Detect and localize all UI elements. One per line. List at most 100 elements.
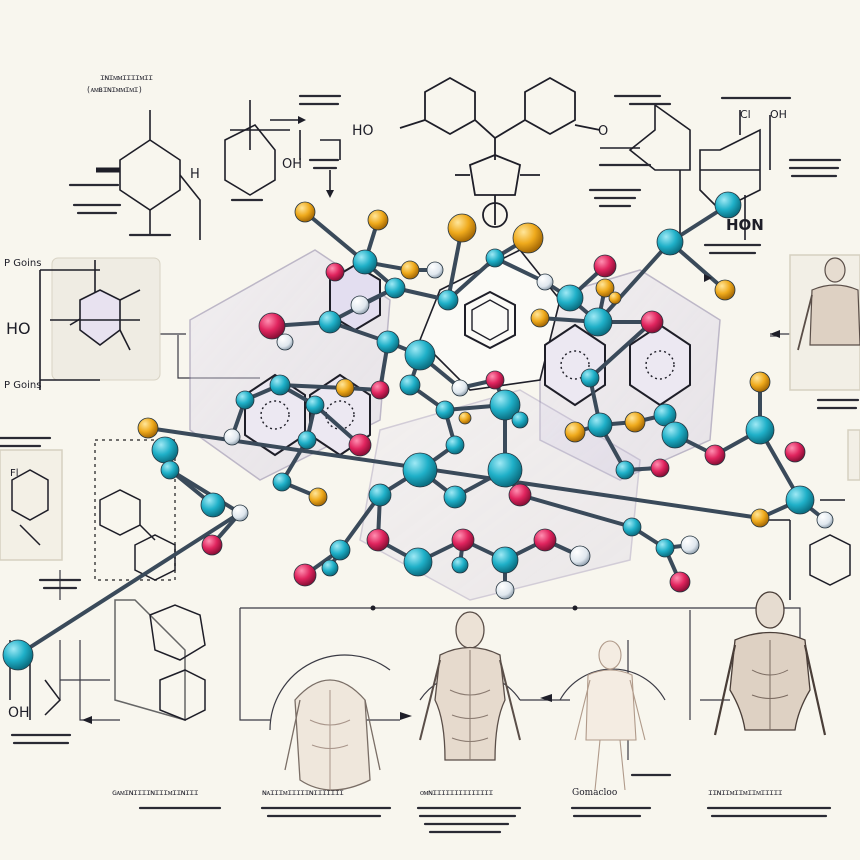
atom-gold [564,421,586,443]
atom-gold [294,201,316,223]
atom-magenta [593,254,617,278]
atom-white [816,511,834,529]
top-left-arrows [298,116,334,198]
atom-cyan [151,436,179,464]
atom-white [536,273,554,291]
anatomy-figure-4 [713,591,827,736]
label-h-small: H [190,167,200,182]
atom-cyan [2,639,34,671]
atom-cyan [580,368,600,388]
atom-white [350,295,370,315]
atom-white [495,580,515,600]
label-fl: Fl [10,468,19,479]
atom-cyan [272,472,292,492]
atom-magenta [640,310,664,334]
atom-white [569,545,591,567]
pathway-arrows [82,274,780,724]
atom-cyan [485,248,505,268]
atom-cyan [200,492,226,518]
atom-gold [335,378,355,398]
label-hon-right: HON [726,216,764,234]
atom-white [223,428,241,446]
atom-gold [367,209,389,231]
bond [518,493,634,529]
label-o-small: O [598,124,608,139]
atom-cyan [714,191,742,219]
anatomy-figure-3 [559,640,666,791]
label-ho-left: HO [6,319,31,338]
atom-cyan [745,415,775,445]
atom-gold [714,279,736,301]
scribble-bottom-1: ɢᴀᴍɪɴɪɪɪɪɴɪɪɪᴍɪɪɴɪɪɪ [112,788,199,797]
atom-cyan [435,400,455,420]
atom-gold [750,508,770,528]
atom-cyan [404,339,436,371]
skeletal-formula-top-left [96,100,341,240]
atom-gold [624,411,646,433]
atom-white [426,261,444,279]
atom-cyan [160,460,180,480]
atom-magenta [325,262,345,282]
bond [146,426,762,520]
label-goins-bottom: P Goins [4,380,41,391]
scribble-bottom-5: ɪɪɴɪɪᴍɪɪᴍɪɪᴍɪɪɪɪɪ [708,788,783,797]
left-panel [39,257,161,390]
label-oh-bottom-left: OH [8,705,30,721]
atoms [2,191,834,671]
label-oh-mid: OH [770,108,787,121]
atom-cyan [785,485,815,515]
atom-cyan [384,277,406,299]
atom-magenta [485,370,505,390]
atom-cyan [443,485,467,509]
atom-magenta [533,528,557,552]
atom-cyan [583,307,613,337]
atom-cyan [511,411,529,429]
atom-magenta [258,312,286,340]
atom-cyan [368,483,392,507]
scribble-bottom-2: ɴᴀɪɪɪᴍɪɪɪɪɪɴɪɪɪɪɪɪɪ [262,788,344,797]
atom-gold [512,222,544,254]
anatomy-figure-5 [797,257,860,351]
atom-magenta [370,380,390,400]
atom-cyan [451,556,469,574]
bond [588,320,654,380]
atom-magenta [293,563,317,587]
atom-cyan [587,412,613,438]
atom-gold [308,487,328,507]
atom-gold [400,260,420,280]
atom-cyan [297,430,317,450]
atom-cyan [661,421,689,449]
atom-magenta [201,534,223,556]
atom-cyan [655,538,675,558]
atom-cyan [376,330,400,354]
atom-cyan [556,284,584,312]
atom-cyan [656,228,684,256]
atom-gold [137,417,159,439]
atom-cyan [402,452,438,488]
scribble-top-left-a: ɪɴɪᴍᴍɪɪɪɪᴍɪɪ [100,73,153,82]
label-ho-top: HO [352,123,374,139]
atom-cyan [305,395,325,415]
scribble-bottom-4: Gomacloo [572,788,617,798]
bond [278,383,347,390]
bond [596,240,672,324]
atom-gold [447,213,477,243]
atom-white [680,535,700,555]
background-frame-lines [59,333,801,760]
atom-cyan [491,546,519,574]
skeletal-formula-top-middle [399,76,601,228]
scribble-top-left-b: (ᴀᴍʙɪɴɪᴍᴍɪᴍɪ) [86,85,142,94]
atom-magenta [508,483,532,507]
atom-cyan [318,310,342,334]
scribble-bottom-3: ᴏᴍɴɪɪɪɪɪɪɪɪɪɪɪɪɪɪ [420,788,493,797]
atom-cyan [653,403,677,427]
atom-gold [530,308,550,328]
atom-gold [749,371,771,393]
anatomy-figure-1 [269,654,391,791]
atom-white [231,504,249,522]
lower-left-panel [0,439,206,721]
annotation-scribbles [0,94,860,834]
atom-magenta [669,571,691,593]
atom-cyan [445,435,465,455]
atom-gold [595,278,615,298]
